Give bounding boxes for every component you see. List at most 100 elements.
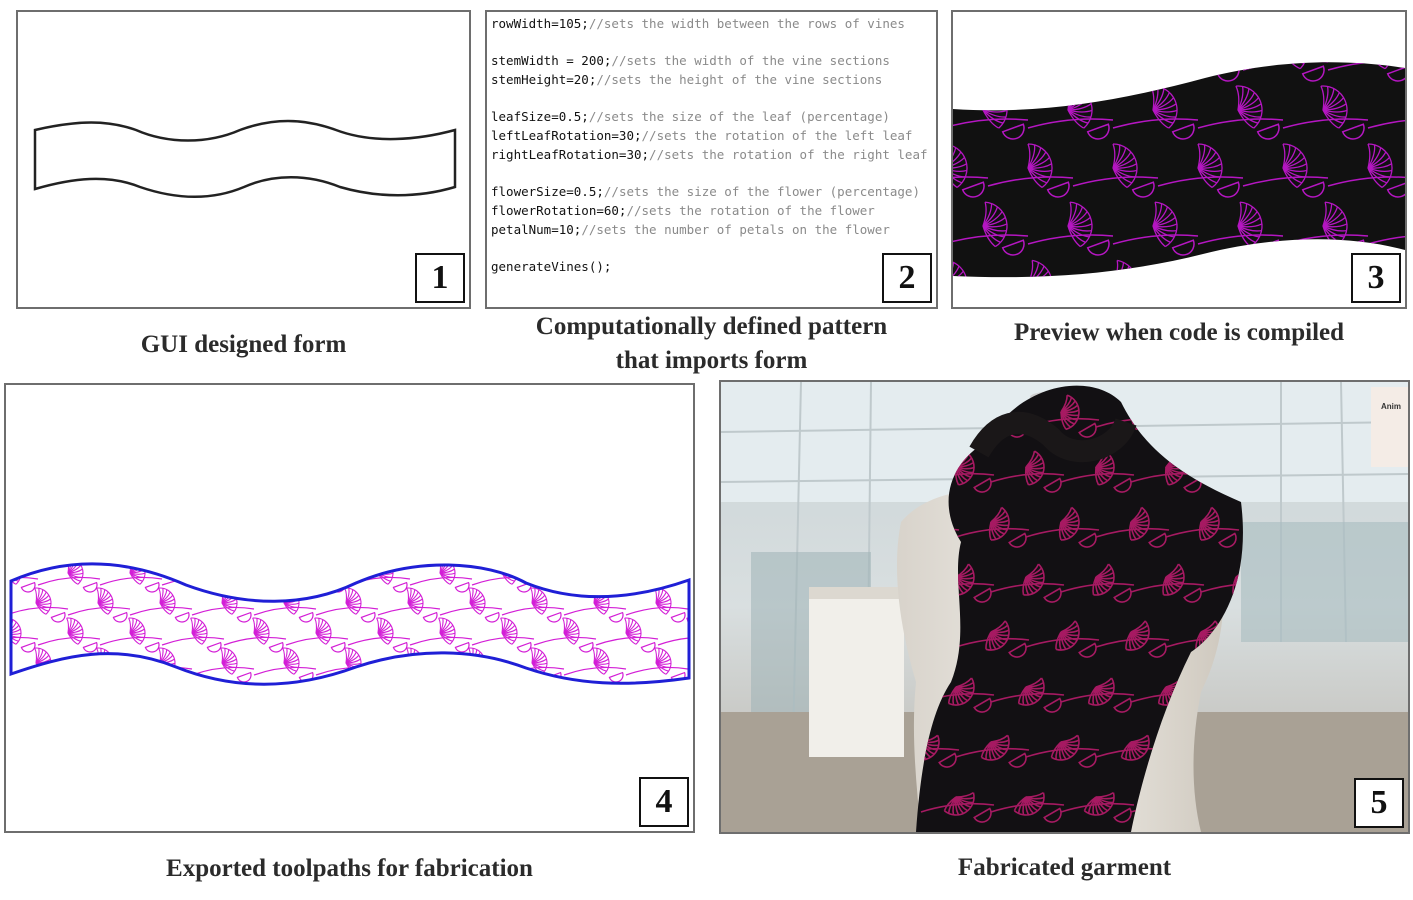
leaf-motif xyxy=(454,641,470,653)
preview-pattern-render xyxy=(953,62,1405,302)
vine-stem xyxy=(953,176,989,187)
flower-motif xyxy=(654,647,672,675)
flower-motif xyxy=(1128,506,1150,541)
code-comment: //sets the size of the flower (percentag… xyxy=(603,184,920,200)
vine-stem xyxy=(37,636,101,646)
flower-motif xyxy=(1162,563,1185,596)
vine-stem xyxy=(533,576,597,586)
vine-stem xyxy=(1072,62,1159,71)
flower-motif xyxy=(1198,506,1220,541)
leaf-motif xyxy=(1301,65,1325,82)
flower-motif xyxy=(158,587,176,615)
leaf-motif xyxy=(206,641,222,653)
vine-stem xyxy=(1327,176,1405,187)
flower-motif xyxy=(1087,677,1115,706)
flower-motif xyxy=(314,563,332,585)
code-comment: //sets the number of petals on the flowe… xyxy=(581,221,890,237)
flower-motif xyxy=(190,563,208,585)
flower-motif xyxy=(1050,734,1080,761)
vine-stem xyxy=(595,576,659,586)
caption-panel-4: Exported toolpaths for fabrication xyxy=(166,855,533,882)
vine-stem xyxy=(67,606,131,616)
code-statement: generateVines(); xyxy=(491,258,612,274)
flower-motif xyxy=(624,617,642,645)
vine-stem xyxy=(953,234,1029,245)
leaf-motif xyxy=(1001,239,1025,256)
leaf-motif xyxy=(938,752,957,768)
vine-stem xyxy=(1243,293,1328,302)
vine-stem xyxy=(1027,118,1114,129)
leaf-motif xyxy=(1086,239,1110,256)
vine-stem xyxy=(347,636,411,646)
flower-motif xyxy=(562,617,580,645)
vine-stem xyxy=(657,636,689,646)
flower-motif xyxy=(985,620,1010,651)
leaf-motif xyxy=(1216,181,1240,198)
code-statement: petalNum=10; xyxy=(491,221,582,237)
panel-gui-form: 1 xyxy=(16,10,471,309)
leaf-motif xyxy=(422,611,438,623)
vine-stem xyxy=(191,606,255,616)
leaf-motif xyxy=(268,641,284,653)
leaf-motif xyxy=(392,581,408,593)
flower-motif xyxy=(530,587,548,615)
flower-motif xyxy=(1197,259,1223,278)
vine-stem xyxy=(987,176,1074,187)
vine-stem xyxy=(953,62,989,71)
code-line: flowerSize=0.5;//sets the size of the fl… xyxy=(491,183,928,202)
caption-line-2: that imports form xyxy=(615,347,808,374)
leaf-motif xyxy=(484,611,500,623)
flower-motif xyxy=(252,617,270,645)
leaf-motif xyxy=(1113,697,1132,713)
leaf-motif xyxy=(1046,181,1070,198)
code-line: rowWidth=105;//sets the width between th… xyxy=(491,15,928,34)
leaf-motif xyxy=(82,641,98,653)
leaf-motif xyxy=(330,641,346,653)
leaf-motif xyxy=(1078,752,1097,768)
flower-motif xyxy=(1108,62,1138,70)
vine-stem xyxy=(625,666,689,676)
flower-motif xyxy=(1055,620,1080,651)
flower-motif xyxy=(376,617,394,645)
leaf-motif xyxy=(1131,65,1155,82)
vine-stem xyxy=(37,576,101,586)
code-statement: leftLeafRotation=30; xyxy=(491,128,642,144)
flower-motif xyxy=(1023,62,1053,70)
flower-motif xyxy=(282,647,300,675)
vine-stem xyxy=(129,606,193,616)
flower-motif xyxy=(1022,563,1045,596)
leaf-motif xyxy=(516,641,532,653)
leaf-motif xyxy=(50,671,66,683)
flower-motif xyxy=(530,647,548,675)
flower-motif xyxy=(1125,620,1150,651)
code-line xyxy=(491,165,928,184)
vine-stem xyxy=(99,636,163,646)
flower-motif xyxy=(943,791,975,816)
vine-stem xyxy=(1327,62,1405,71)
code-line: petalNum=10;//sets the number of petals … xyxy=(491,221,928,240)
code-line: stemHeight=20;//sets the height of the v… xyxy=(491,71,928,90)
leaf-motif xyxy=(1131,181,1155,198)
vine-stem xyxy=(439,666,503,676)
leaf-motif xyxy=(1148,642,1167,658)
leaf-motif xyxy=(422,671,438,683)
flower-motif xyxy=(1282,143,1308,188)
vine-stem xyxy=(253,606,317,616)
leaf-motif xyxy=(268,581,284,593)
flower-motif xyxy=(34,587,52,615)
leaf-motif xyxy=(1001,123,1025,140)
code-statement: flowerRotation=60; xyxy=(491,202,627,218)
leaf-motif xyxy=(360,611,376,623)
vine-stem xyxy=(1242,176,1329,187)
flower-motif xyxy=(988,506,1010,541)
panel-preview: 3 xyxy=(951,10,1407,309)
vine-stem xyxy=(563,606,627,616)
vine-stem xyxy=(533,636,597,646)
leaf-motif xyxy=(454,581,470,593)
vine-stem xyxy=(1027,234,1114,245)
panel-code: rowWidth=105;//sets the width between th… xyxy=(485,10,938,309)
vine-stem xyxy=(1282,118,1369,129)
vine-stem xyxy=(595,636,659,646)
flower-motif xyxy=(1013,791,1045,816)
panel-number-badge: 2 xyxy=(882,253,932,303)
